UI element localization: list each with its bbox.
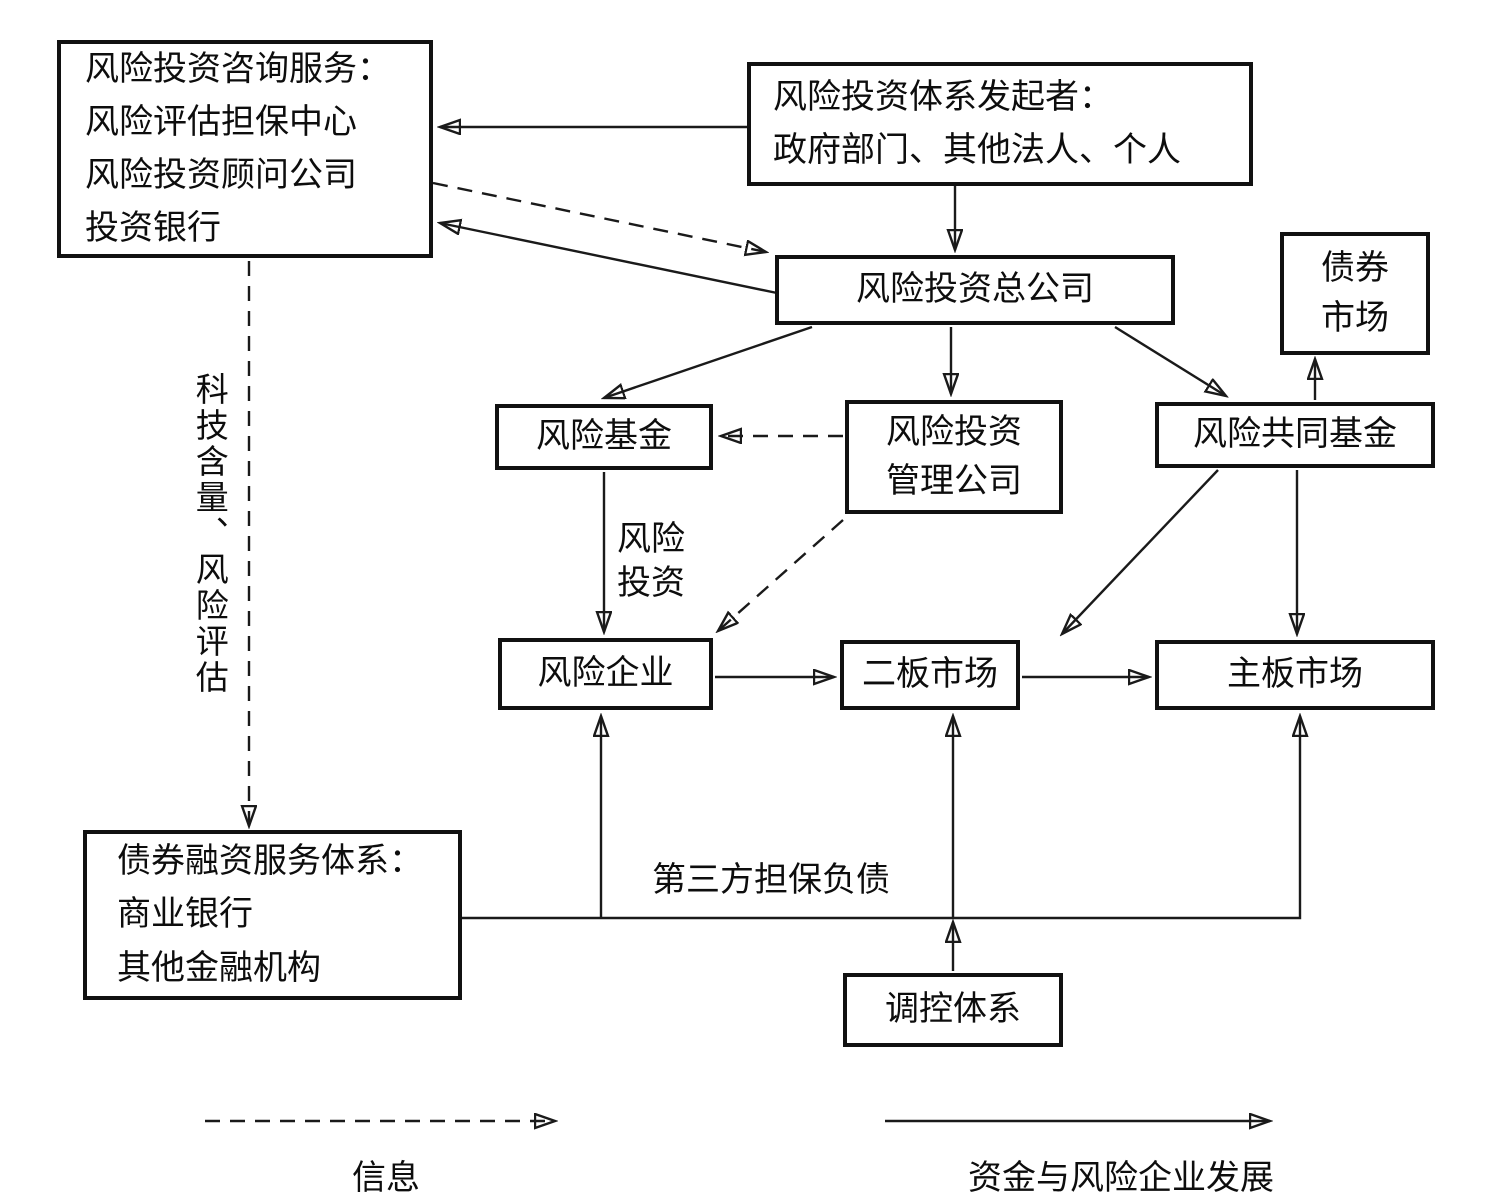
node-venture-fund-label: 风险基金 (536, 418, 672, 456)
label-venture-investment-line: 风险 (617, 521, 685, 558)
node-main-board-market: 主板市场 (1155, 640, 1435, 710)
label-tech-content-risk-assessment: 科技含量、风险评估 (190, 372, 227, 696)
arrow-headquarters-to-mutual-fund (1114, 325, 1226, 396)
node-venture-enterprise-label: 风险企业 (537, 655, 674, 693)
node-bond-financing-line: 其他金融机构 (117, 949, 321, 987)
node-regulation-label: 调控体系 (885, 991, 1021, 1029)
node-management-line: 风险投资 (886, 413, 1022, 451)
node-main-board-label: 主板市场 (1227, 656, 1363, 694)
arrow-consulting-to-headquarters-dashed (432, 181, 766, 252)
node-regulation-system: 调控体系 (843, 973, 1063, 1047)
node-consulting-line: 风险评估担保中心 (85, 103, 357, 141)
node-mutual-fund: 风险共同基金 (1155, 402, 1435, 468)
node-venture-enterprise: 风险企业 (498, 638, 713, 710)
node-bond-market-line: 债券 (1321, 250, 1389, 288)
node-initiator-line: 风险投资体系发起者： (773, 78, 1113, 116)
node-management-line: 管理公司 (886, 463, 1022, 500)
node-bond-financing-line: 商业银行 (117, 896, 253, 934)
line-bond-financing-to-main-board (462, 716, 1300, 920)
node-bond-financing-line: 债券融资服务体系： (117, 843, 423, 881)
arrow-management-to-enterprise-dashed (718, 519, 844, 631)
node-vc-management-company: 风险投资 管理公司 (845, 400, 1063, 514)
node-bond-market-line: 市场 (1321, 299, 1389, 337)
arrow-mutual-fund-to-second-board (1062, 469, 1219, 634)
label-venture-investment-line: 投资 (617, 565, 685, 603)
arrow-headquarters-to-consulting (440, 223, 778, 295)
legend-funds-label: 资金与风险企业发展 (968, 1160, 1274, 1196)
node-consulting-services: 风险投资咨询服务： 风险评估担保中心 风险投资顾问公司 投资银行 (57, 40, 433, 258)
node-consulting-line: 风险投资顾问公司 (85, 157, 357, 194)
label-third-party-guarantee: 第三方担保负债 (652, 862, 890, 899)
node-bond-financing-services: 债券融资服务体系： 商业银行 其他金融机构 (83, 830, 462, 1000)
node-second-board-label: 二板市场 (862, 656, 998, 694)
node-venture-fund: 风险基金 (495, 404, 713, 470)
node-consulting-line: 投资银行 (85, 210, 221, 248)
node-system-initiator: 风险投资体系发起者： 政府部门、其他法人、个人 (747, 62, 1253, 186)
node-consulting-line: 风险投资咨询服务： (85, 50, 391, 88)
label-venture-investment: 风险 投资 (617, 518, 685, 606)
legend-info-label: 信息 (352, 1160, 420, 1196)
node-initiator-line: 政府部门、其他法人、个人 (773, 132, 1181, 169)
node-vc-headquarters-label: 风险投资总公司 (856, 271, 1094, 309)
node-mutual-fund-label: 风险共同基金 (1193, 416, 1397, 454)
node-bond-market: 债券 市场 (1280, 232, 1430, 355)
node-second-board-market: 二板市场 (840, 640, 1020, 710)
arrow-headquarters-to-venture-fund (604, 325, 813, 398)
node-vc-headquarters: 风险投资总公司 (775, 255, 1175, 325)
